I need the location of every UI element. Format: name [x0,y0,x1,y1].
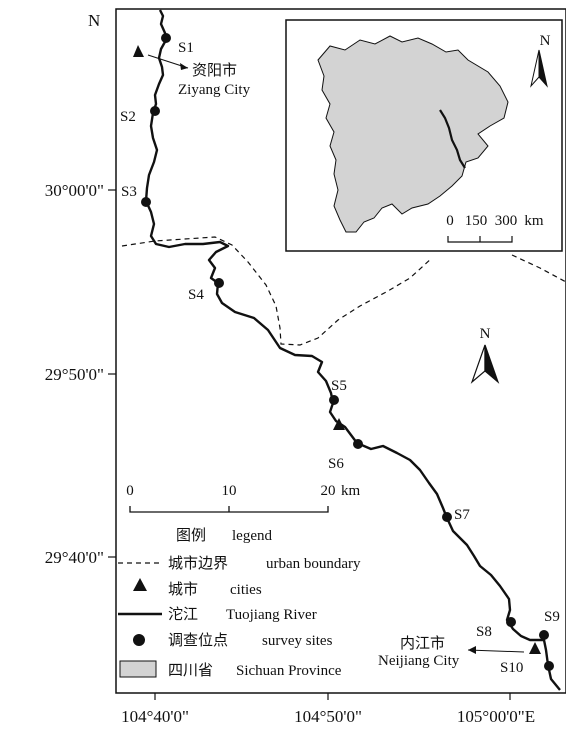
legend-item-cn: 沱江 [168,606,198,623]
lon-tick-label: 105°00'0"E [457,707,535,726]
inset-scale-tick: 300 [495,213,518,229]
site-label: S5 [331,378,347,394]
city-marker [133,45,144,57]
legend-item-cn: 四川省 [168,662,213,679]
inset-compass-label: N [540,33,551,49]
site-label: S10 [500,660,523,676]
legend-item-en: urban boundary [266,556,361,572]
site-label: S4 [188,287,204,303]
legend-item-cn: 调查位点 [168,632,228,649]
lon-tick-label: 104°50'0" [294,707,362,726]
north-axis-label: N [88,11,100,30]
legend-item-en: survey sites [262,633,333,649]
survey-site-marker [329,395,339,405]
compass-label: N [480,326,491,342]
site-label: S6 [328,456,344,472]
site-label: S2 [120,109,136,125]
inset-scale-unit: km [524,213,544,229]
legend-item-en: Sichuan Province [236,663,342,679]
survey-site-marker [353,439,363,449]
tuojiang-river-line [144,9,561,691]
site-label: S8 [476,624,492,640]
main-scale-unit: km [341,483,361,499]
survey-site-marker [141,197,151,207]
legend-city-symbol [133,578,147,591]
inset-river-line [439,109,466,169]
survey-site-marker [506,617,516,627]
lat-tick-label: 29°50'0" [45,365,104,384]
site-label: S3 [121,184,137,200]
map-frame [115,8,566,694]
neijiang-pointer [467,649,525,653]
survey-site-marker [150,106,160,116]
city-marker [333,418,345,430]
main-scale-tick: 10 [222,483,237,499]
neijiang-label-en: Neijiang City [378,653,460,669]
urban-boundary-line [511,254,566,283]
lon-tick-label: 104°40'0" [121,707,189,726]
inset-scale-tick: 150 [465,213,488,229]
site-label: S1 [178,40,194,56]
main-scale-tick: 20 [321,483,336,499]
urban-boundary-line [121,236,433,346]
main-scale-tick: 0 [126,483,134,499]
site-label: S9 [544,609,560,625]
survey-site-marker [161,33,171,43]
legend-item-en: cities [230,582,262,598]
ziyang-label-cn: 资阳市 [192,62,237,79]
legend-item-cn: 城市边界 [168,555,228,572]
lat-tick-label: 29°40'0" [45,548,104,567]
inset-scale-tick: 0 [446,213,454,229]
sichuan-province-shape [317,35,509,233]
legend-survey-site-symbol [133,634,145,646]
legend-item-en: Tuojiang River [226,607,317,623]
survey-site-marker [214,278,224,288]
survey-site-marker [544,661,554,671]
city-marker [529,642,541,654]
inset-compass-icon [530,49,548,88]
neijiang-label-cn: 内江市 [400,635,445,652]
site-label: S7 [454,507,470,523]
survey-site-marker [539,630,549,640]
legend-title-en: legend [232,528,272,544]
neijiang-pointer-arrowhead [468,646,476,654]
ziyang-label-en: Ziyang City [178,82,251,98]
legend-title-cn: 图例 [176,527,206,544]
legend-province-symbol [119,660,157,678]
compass-icon [470,344,500,384]
survey-site-marker [442,512,452,522]
lat-tick-label: 30°00'0" [45,181,104,200]
legend-item-cn: 城市 [168,581,198,598]
ziyang-pointer-arrowhead [180,63,188,70]
